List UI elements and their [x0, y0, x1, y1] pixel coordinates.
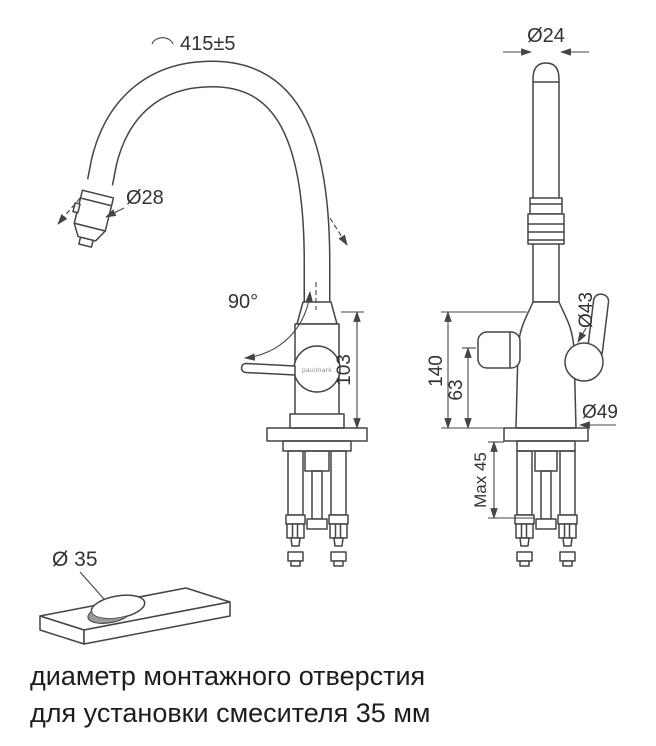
dimension-max-deck: Max 45 — [471, 440, 535, 520]
base-diameter-label: Ø49 — [582, 402, 618, 423]
mounting-hole — [87, 594, 146, 624]
caption: диаметр монтажного отверстия для установ… — [30, 658, 430, 732]
faucet-body-side: paulmark — [240, 301, 345, 429]
handle-height-label: 63 — [446, 379, 467, 400]
caption-line-2: для установки смесителя 35 мм — [30, 698, 431, 728]
tube-collar — [529, 197, 563, 215]
max-deck-label: Max 45 — [471, 452, 490, 508]
supply-hose — [514, 450, 535, 567]
handle-dome — [564, 342, 604, 382]
caption-line-1: диаметр монтажного отверстия — [30, 661, 426, 691]
dimension-base-diameter: Ø49 — [578, 402, 618, 429]
spray-nozzle — [78, 236, 94, 248]
dimension-top-diameter: Ø24 — [503, 25, 589, 56]
spray-diameter-label: Ø28 — [126, 187, 164, 209]
arc-length-label: 415±5 — [180, 33, 235, 55]
supply-hose — [557, 450, 578, 567]
escutcheon — [266, 427, 368, 442]
washer — [516, 440, 576, 452]
side-handle — [240, 362, 296, 376]
dimension-spout-height: 103 — [334, 310, 364, 430]
spout-height-label: 103 — [334, 354, 355, 386]
brand-label: paulmark — [302, 367, 332, 374]
spout-tube — [83, 60, 331, 320]
escutcheon — [503, 427, 589, 442]
countertop-board — [39, 587, 231, 645]
body-collar — [289, 413, 345, 429]
dimension-handle-height: 63 — [446, 346, 476, 430]
dimension-body-diameter: Ø43 — [576, 292, 597, 343]
arc-symbol-icon — [151, 37, 174, 45]
mounting-stud — [311, 470, 323, 520]
spray-button — [72, 202, 81, 214]
threaded-shank — [304, 450, 330, 472]
mounting-stud — [540, 470, 552, 520]
faucet-front-view: Ø24 Ø43 140 63 Ø49 — [426, 25, 618, 567]
washer — [282, 440, 352, 452]
spray-housing — [527, 213, 565, 245]
spray-head — [72, 178, 116, 248]
top-diameter-label: Ø24 — [527, 25, 565, 47]
total-height-label: 140 — [426, 355, 447, 387]
stud-nut — [306, 518, 328, 530]
supply-hose — [328, 450, 349, 567]
dimension-total-height: 140 — [426, 310, 527, 430]
faucet-side-view: paulmark — [57, 33, 368, 567]
dimension-spray-diameter: Ø28 — [105, 187, 164, 218]
hole-diameter-label: Ø 35 — [52, 548, 98, 571]
dimension-arc-length: 415±5 — [57, 33, 348, 246]
filter-handle — [477, 331, 521, 369]
mounting-hole-detail: Ø 35 — [39, 548, 231, 645]
body-diameter-label: Ø43 — [576, 292, 597, 328]
deck-mount-side — [266, 427, 368, 567]
threaded-shank — [534, 450, 558, 472]
deck-mount-front — [503, 427, 589, 567]
front-tube — [527, 62, 565, 303]
supply-hose — [285, 450, 306, 567]
dimension-swivel-angle: 90° — [228, 282, 317, 361]
stud-nut — [535, 518, 557, 530]
swivel-angle-label: 90° — [228, 291, 258, 313]
